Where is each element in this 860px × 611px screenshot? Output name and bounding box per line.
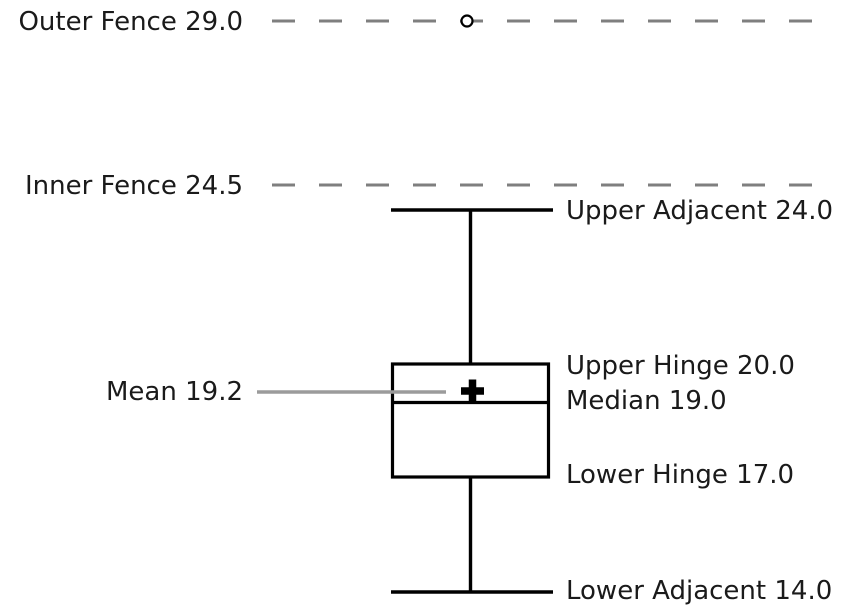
mean-label: Mean 19.2 [106,377,243,407]
mean-plus-marker [461,379,484,403]
outer-fence-label: Outer Fence 29.0 [18,7,243,37]
lower-hinge-label: Lower Hinge 17.0 [566,460,795,490]
median-label: Median 19.0 [566,386,727,416]
outlier-marker [460,14,474,28]
lower-adjacent-label: Lower Adjacent 14.0 [566,576,833,606]
upper-hinge-label: Upper Hinge 20.0 [566,351,795,381]
inner-fence-label: Inner Fence 24.5 [24,171,243,201]
upper-adjacent-label: Upper Adjacent 24.0 [566,196,834,226]
